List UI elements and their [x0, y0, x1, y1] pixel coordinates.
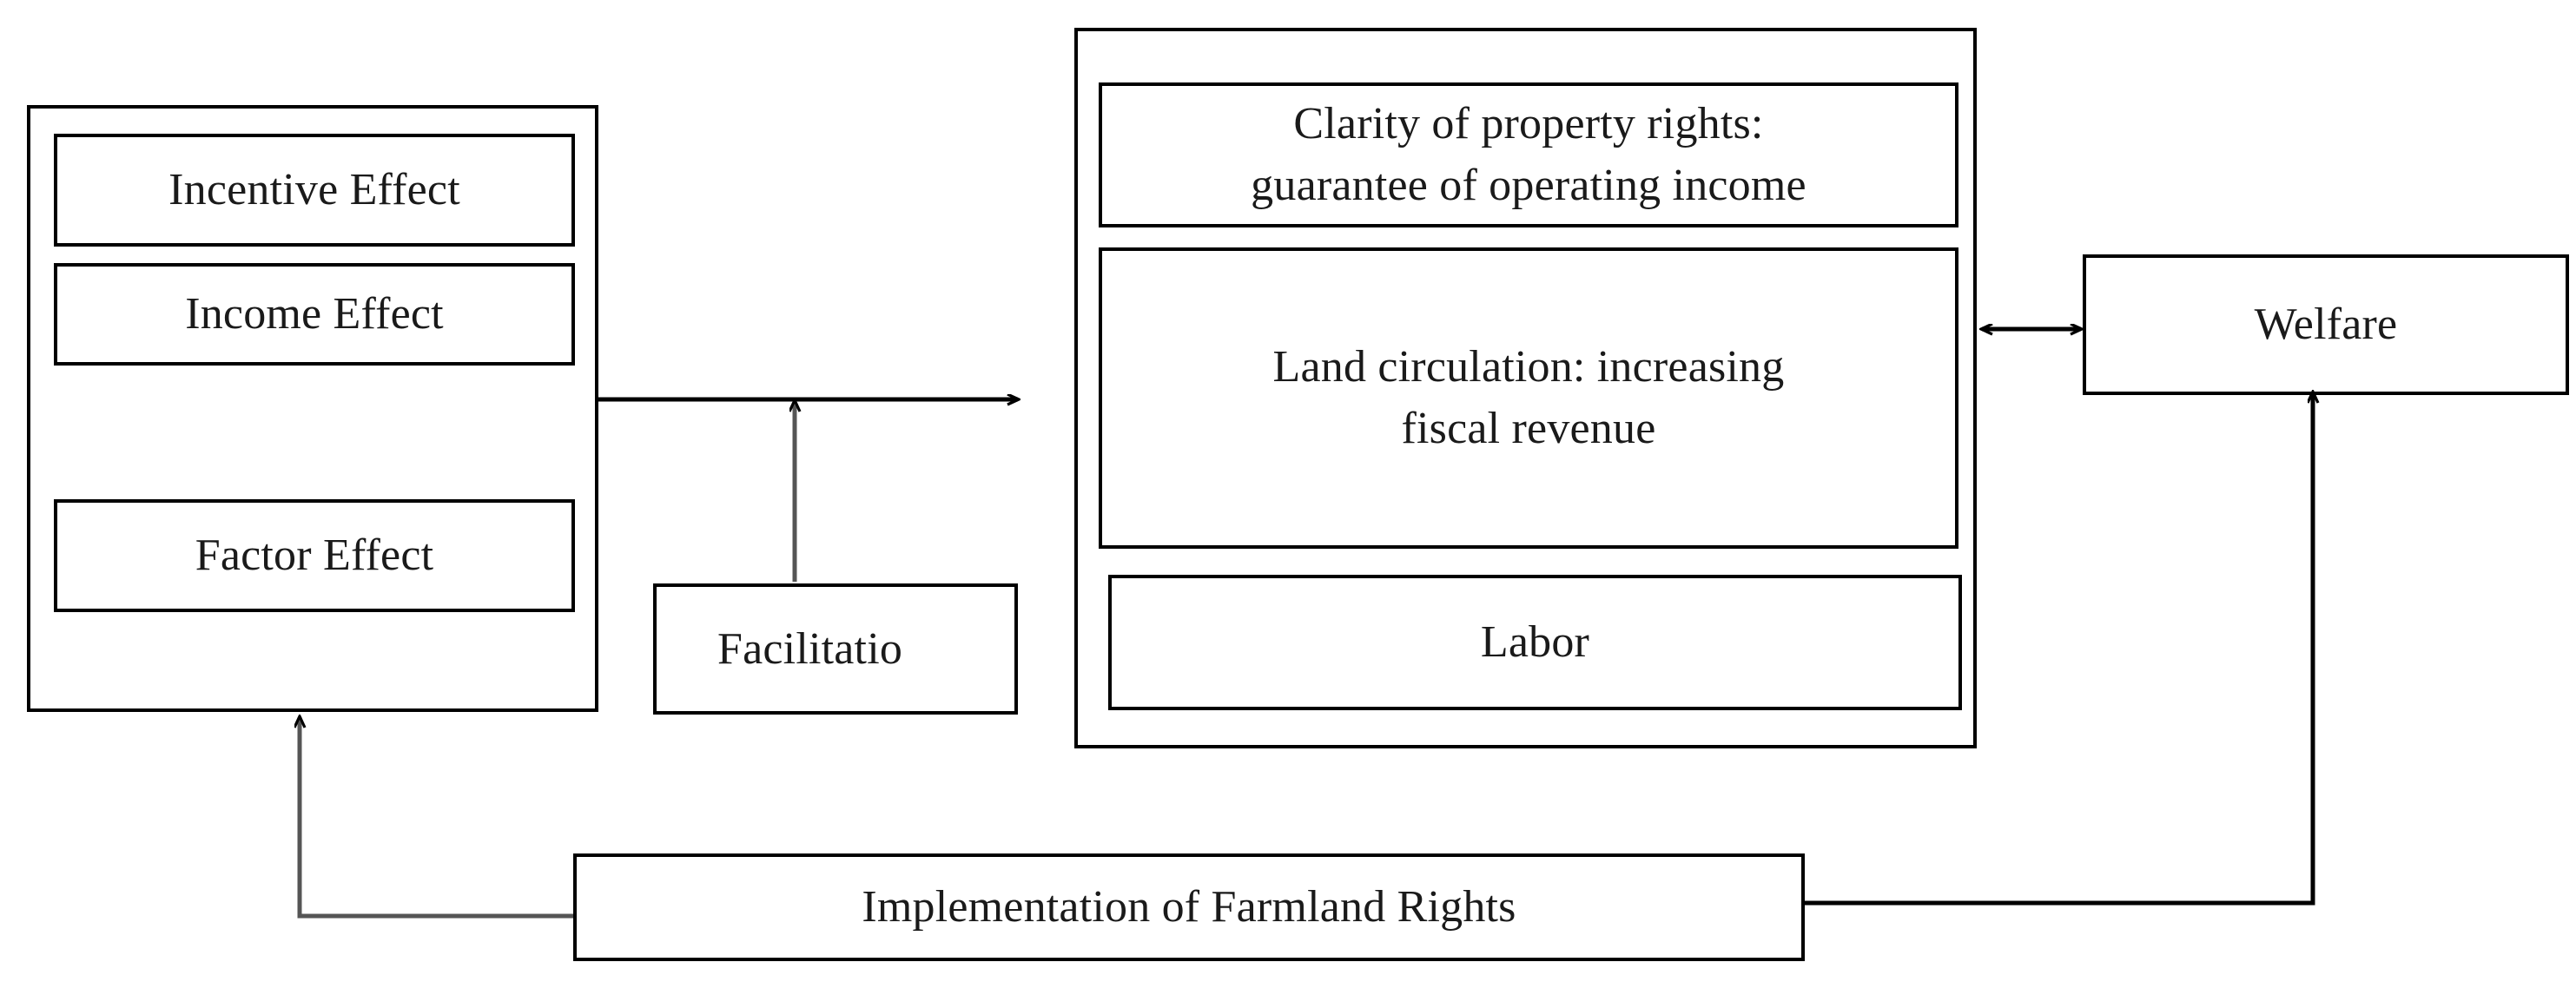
- outcomes-box-property-rights-label: Clarity of property rights: guarantee of…: [1251, 99, 1807, 210]
- effects-box-income-label: Income Effect: [185, 288, 444, 339]
- welfare-box-label: Welfare: [2254, 299, 2398, 349]
- outcomes-panel: [1074, 28, 1977, 748]
- implementation-box[interactable]: Implementation of Farmland Rights: [573, 853, 1805, 961]
- effects-box-incentive-label: Incentive Effect: [168, 164, 460, 214]
- connector-implementation-to-effects: [300, 717, 573, 919]
- effects-box-incentive[interactable]: Incentive Effect: [54, 134, 575, 247]
- effects-box-factor-label: Factor Effect: [195, 530, 434, 580]
- effects-box-income[interactable]: Income Effect: [54, 263, 575, 366]
- facilitation-box-label: Facilitatio: [717, 623, 903, 674]
- outcomes-box-labor[interactable]: Labor: [1108, 575, 1962, 710]
- outcomes-box-land-circulation-main[interactable]: Land circulation: increasing fiscal reve…: [1099, 247, 1958, 549]
- outcomes-box-property-rights[interactable]: Clarity of property rights: guarantee of…: [1099, 82, 1958, 227]
- implementation-box-label: Implementation of Farmland Rights: [862, 881, 1516, 932]
- outcomes-box-labor-label: Labor: [1480, 616, 1590, 667]
- welfare-box[interactable]: Welfare: [2083, 254, 2569, 395]
- outcomes-box-land-circulation-label: Land circulation: increasing fiscal reve…: [1272, 342, 1785, 453]
- effects-box-factor-main[interactable]: Factor Effect: [54, 499, 575, 612]
- facilitation-box[interactable]: Facilitatio: [653, 583, 1018, 715]
- effects-panel: [27, 105, 598, 712]
